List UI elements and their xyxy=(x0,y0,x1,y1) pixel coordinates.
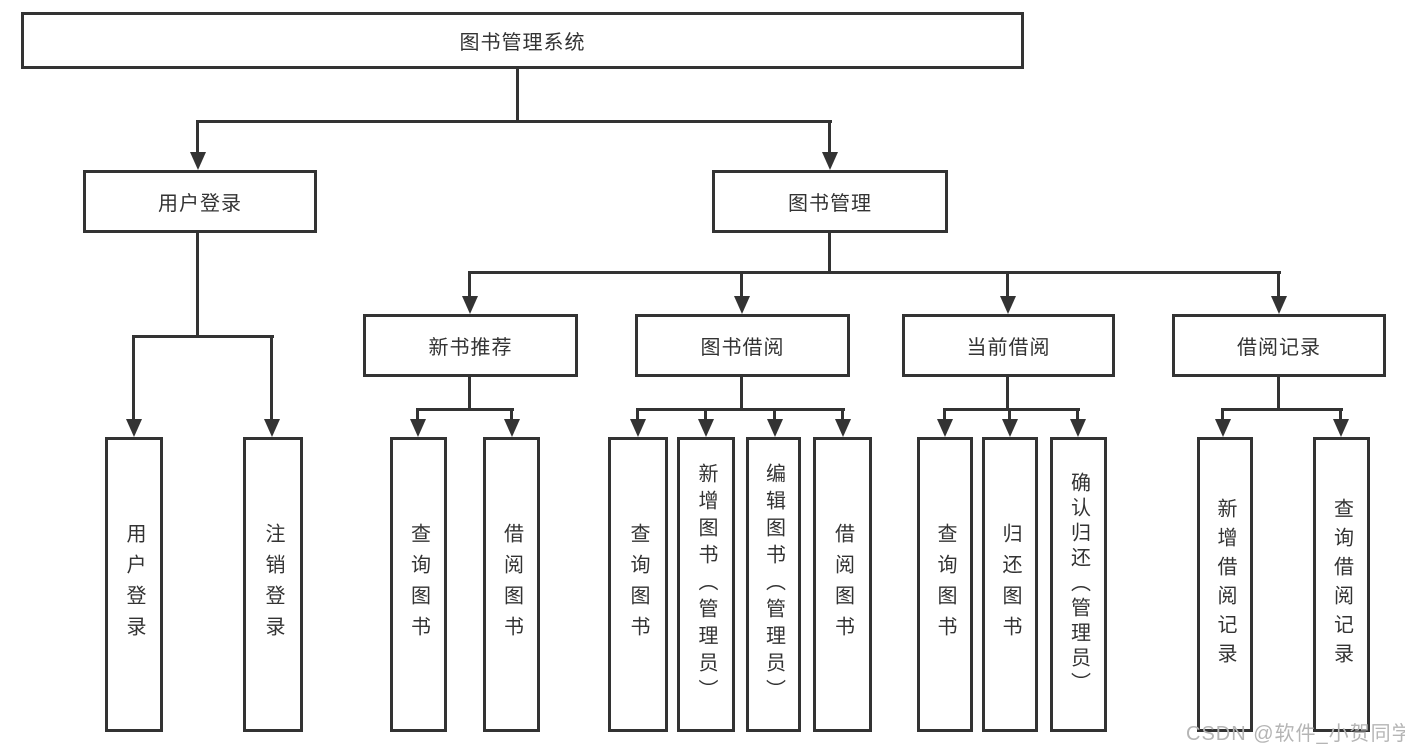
arrow-down-icon xyxy=(937,419,953,437)
connector-line xyxy=(943,408,946,421)
leaf-logout: 注销登录 xyxy=(243,437,303,732)
leaf-current-query-books: 查询图书 xyxy=(917,437,973,732)
connector-line xyxy=(740,377,743,408)
leaf-records-add-record-label: 新增借阅记录 xyxy=(1214,497,1236,672)
leaf-user-login-label: 用户登录 xyxy=(123,522,145,647)
connector-line xyxy=(468,271,1281,274)
node-user-login-label: 用户登录 xyxy=(158,193,242,215)
arrow-down-icon xyxy=(1000,296,1016,314)
arrow-down-icon xyxy=(1333,419,1349,437)
leaf-borrow-edit-books-admin-label: 编辑图书（管理员） xyxy=(762,463,785,706)
leaf-borrow-query-books-label: 查询图书 xyxy=(627,522,649,647)
connector-line xyxy=(841,408,844,421)
leaf-logout-label: 注销登录 xyxy=(262,522,284,647)
connector-line xyxy=(270,335,273,421)
node-borrowing-records-label: 借阅记录 xyxy=(1237,337,1321,359)
node-current-borrowing: 当前借阅 xyxy=(902,314,1115,377)
csdn-watermark: CSDN @软件_小贺同学 xyxy=(1186,723,1405,745)
connector-line xyxy=(468,377,471,408)
node-new-book-recommend: 新书推荐 xyxy=(363,314,578,377)
connector-line xyxy=(1221,408,1224,421)
connector-line xyxy=(1339,408,1342,421)
node-root: 图书管理系统 xyxy=(21,12,1024,69)
connector-line xyxy=(196,120,832,123)
leaf-newbooks-query-books-label: 查询图书 xyxy=(407,522,430,647)
connector-line xyxy=(828,120,831,154)
connector-line xyxy=(510,408,513,421)
leaf-records-add-record: 新增借阅记录 xyxy=(1197,437,1253,732)
node-root-label: 图书管理系统 xyxy=(459,32,586,54)
arrow-down-icon xyxy=(1070,419,1086,437)
connector-line xyxy=(132,335,135,421)
leaf-records-query-record-label: 查询借阅记录 xyxy=(1330,497,1353,672)
node-book-borrowing: 图书借阅 xyxy=(635,314,850,377)
leaf-borrow-edit-books-admin: 编辑图书（管理员） xyxy=(746,437,801,732)
arrow-down-icon xyxy=(734,296,750,314)
leaf-current-confirm-return-admin: 确认归还（管理员） xyxy=(1050,437,1107,732)
connector-line xyxy=(1277,271,1280,298)
arrow-down-icon xyxy=(264,419,280,437)
arrow-down-icon xyxy=(1271,296,1287,314)
arrow-down-icon xyxy=(504,419,520,437)
node-current-borrowing-label: 当前借阅 xyxy=(966,337,1051,359)
connector-line xyxy=(416,408,514,411)
connector-line xyxy=(196,120,199,154)
connector-line xyxy=(773,408,776,421)
connector-line xyxy=(1006,271,1009,298)
arrow-down-icon xyxy=(698,419,714,437)
connector-line xyxy=(828,233,831,271)
connector-line xyxy=(636,408,845,411)
leaf-newbooks-borrow-books: 借阅图书 xyxy=(483,437,540,732)
leaf-newbooks-query-books: 查询图书 xyxy=(390,437,447,732)
node-book-borrowing-label: 图书借阅 xyxy=(700,337,785,359)
leaf-borrow-add-books-admin: 新增图书（管理员） xyxy=(677,437,735,732)
connector-line xyxy=(704,408,707,421)
connector-line xyxy=(1006,377,1009,408)
connector-line xyxy=(133,335,274,338)
arrow-down-icon xyxy=(462,296,478,314)
arrow-down-icon xyxy=(410,419,426,437)
connector-line xyxy=(468,271,471,298)
connector-line xyxy=(943,408,1080,411)
connector-line xyxy=(740,271,743,298)
connector-line xyxy=(196,233,199,335)
arrow-down-icon xyxy=(630,419,646,437)
node-new-book-recommend-label: 新书推荐 xyxy=(428,337,513,359)
arrow-down-icon xyxy=(767,419,783,437)
connector-line xyxy=(1008,408,1011,421)
leaf-current-return-books-label: 归还图书 xyxy=(999,522,1021,647)
leaf-borrow-borrow-books: 借阅图书 xyxy=(813,437,872,732)
connector-line xyxy=(416,408,419,421)
arrow-down-icon xyxy=(822,152,838,170)
leaf-user-login: 用户登录 xyxy=(105,437,163,732)
leaf-current-query-books-label: 查询图书 xyxy=(934,522,956,647)
node-user-login: 用户登录 xyxy=(83,170,317,233)
leaf-current-return-books: 归还图书 xyxy=(982,437,1038,732)
connector-line xyxy=(1076,408,1079,421)
leaf-borrow-borrow-books-label: 借阅图书 xyxy=(831,522,854,647)
connector-line xyxy=(1221,408,1343,411)
leaf-borrow-query-books: 查询图书 xyxy=(608,437,668,732)
leaf-borrow-add-books-admin-label: 新增图书（管理员） xyxy=(695,463,717,706)
leaf-current-confirm-return-admin-label: 确认归还（管理员） xyxy=(1067,472,1090,697)
arrow-down-icon xyxy=(190,152,206,170)
leaf-records-query-record: 查询借阅记录 xyxy=(1313,437,1370,732)
connector-line xyxy=(1277,377,1280,408)
leaf-newbooks-borrow-books-label: 借阅图书 xyxy=(500,522,523,647)
connector-line xyxy=(516,69,519,120)
arrow-down-icon xyxy=(1215,419,1231,437)
arrow-down-icon xyxy=(126,419,142,437)
connector-line xyxy=(636,408,639,421)
node-book-management-label: 图书管理 xyxy=(788,193,872,215)
node-borrowing-records: 借阅记录 xyxy=(1172,314,1386,377)
node-book-management: 图书管理 xyxy=(712,170,948,233)
arrow-down-icon xyxy=(1002,419,1018,437)
arrow-down-icon xyxy=(835,419,851,437)
